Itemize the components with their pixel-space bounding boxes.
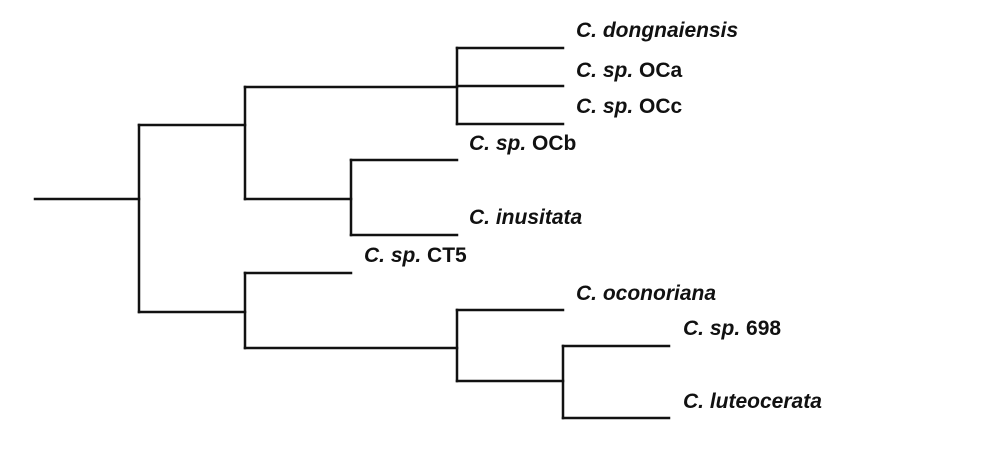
taxon-label-ct5: C. sp. CT5: [364, 245, 467, 266]
genus: C.: [576, 59, 597, 82]
species: luteocerata: [709, 390, 822, 413]
strain: CT5: [427, 244, 467, 267]
species: sp.: [390, 244, 422, 267]
taxon-label-oconoriana: C. oconoriana: [576, 283, 716, 304]
genus: C.: [469, 206, 490, 229]
genus: C.: [576, 282, 597, 305]
taxon-label-ocb: C. sp. OCb: [469, 133, 576, 154]
genus: C.: [683, 390, 704, 413]
taxon-label-inusitata: C. inusitata: [469, 207, 582, 228]
genus: C.: [364, 244, 385, 267]
genus: C.: [683, 317, 704, 340]
genus: C.: [469, 132, 490, 155]
species: inusitata: [495, 206, 583, 229]
species: sp.: [602, 95, 634, 118]
species: oconoriana: [602, 282, 717, 305]
taxon-label-oca: C. sp. OCa: [576, 60, 682, 81]
taxon-label-luteocerata: C. luteocerata: [683, 391, 822, 412]
genus: C.: [576, 95, 597, 118]
species: sp.: [709, 317, 741, 340]
taxon-label-occ: C. sp. OCc: [576, 96, 682, 117]
species: sp.: [602, 59, 634, 82]
strain: 698: [746, 317, 782, 340]
genus: C.: [576, 19, 597, 42]
strain: OCc: [639, 95, 683, 118]
taxon-label-sp698: C. sp. 698: [683, 318, 781, 339]
species: dongnaiensis: [602, 19, 739, 42]
species: sp.: [495, 132, 527, 155]
strain: OCb: [532, 132, 577, 155]
strain: OCa: [639, 59, 683, 82]
taxon-label-dongnaiensis: C. dongnaiensis: [576, 20, 738, 41]
